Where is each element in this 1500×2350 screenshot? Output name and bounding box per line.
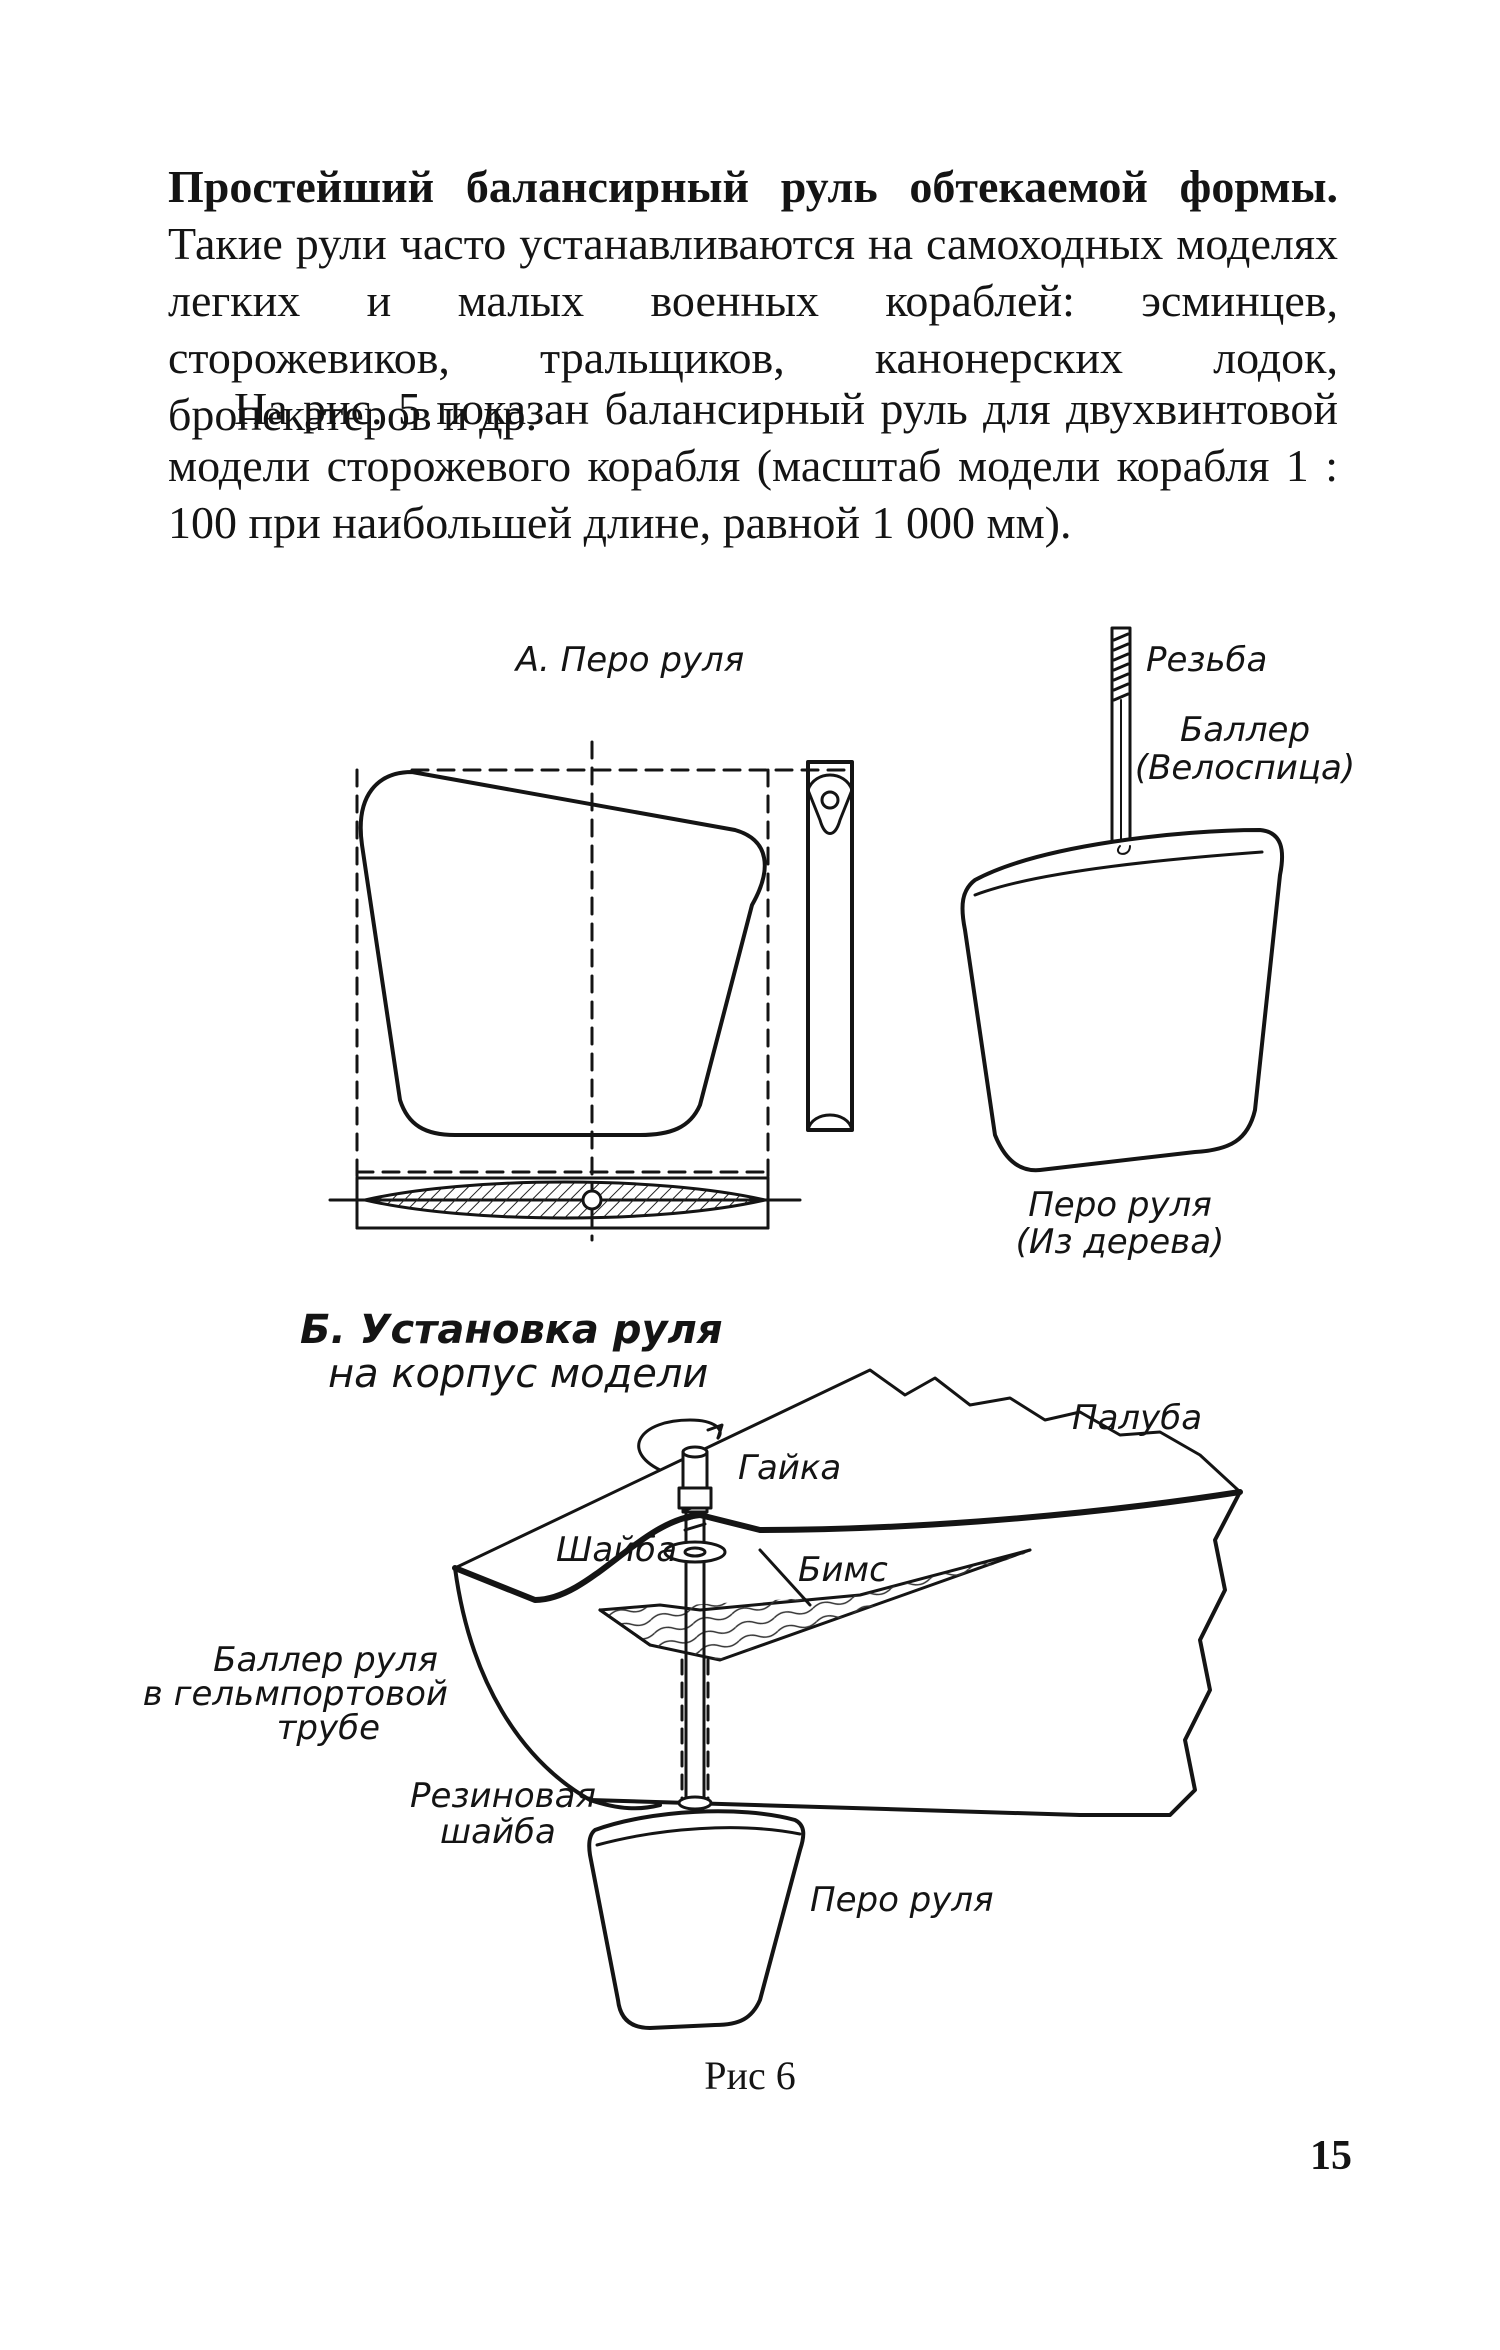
- rudder-blade-installed: [587, 1809, 806, 2030]
- page-number: 15: [1310, 2133, 1352, 2179]
- figure-caption: Рис 6: [704, 2053, 796, 2098]
- rudder-stock-3d: [1110, 626, 1132, 850]
- label-iz-dereva: (Из дерева): [1015, 1222, 1225, 1262]
- label-paluba: Палуба: [1072, 1398, 1203, 1438]
- figure-b-title-2: на корпус модели: [328, 1351, 709, 1397]
- label-bims: Бимс: [798, 1550, 888, 1590]
- rubber-washer: [677, 1795, 713, 1811]
- label-shaiba: Шайба: [556, 1530, 678, 1570]
- label-gaika: Гайка: [738, 1448, 842, 1488]
- label-velospica: (Велоспица): [1134, 748, 1356, 788]
- figure-a-title: А. Перо руля: [515, 640, 745, 680]
- rudder-blade-3d: [960, 828, 1285, 1173]
- paragraph-1-text: Такие рули часто устанавливаются на само…: [168, 218, 1338, 440]
- nut-and-washer: [637, 1418, 727, 1564]
- label-rezinovaya-2: шайба: [440, 1812, 556, 1852]
- label-rezba: Резьба: [1146, 640, 1268, 680]
- deck-beam: [598, 1548, 1030, 1660]
- label-pero-ruly-wood: Перо руля: [1028, 1185, 1212, 1225]
- label-rezinovaya-1: Резиновая: [410, 1776, 596, 1816]
- paragraph-1: Простейший балансирный руль обтекаемой ф…: [168, 158, 1338, 443]
- label-pero-ruly-installed: Перо руля: [810, 1880, 994, 1920]
- label-baller-ruly-1: Баллер руля: [213, 1640, 438, 1680]
- label-baller-ruly-2: в гельмпортовой: [142, 1674, 448, 1714]
- rudder-blade-side-view: [358, 770, 767, 1137]
- label-baller: Баллер: [1179, 710, 1311, 750]
- figure-b-title-1: Б. Установка руля: [300, 1307, 723, 1353]
- paragraph-2: На рис. 5 показан балансирный руль для д…: [168, 383, 1338, 548]
- label-baller-ruly-3: трубе: [276, 1708, 380, 1748]
- rudder-blade-edge-view: [806, 760, 854, 1132]
- section-heading: Простейший балансирный руль обтекаемой ф…: [168, 161, 1338, 212]
- projection-lines: [355, 740, 850, 1242]
- rudder-section-view: [328, 1176, 802, 1230]
